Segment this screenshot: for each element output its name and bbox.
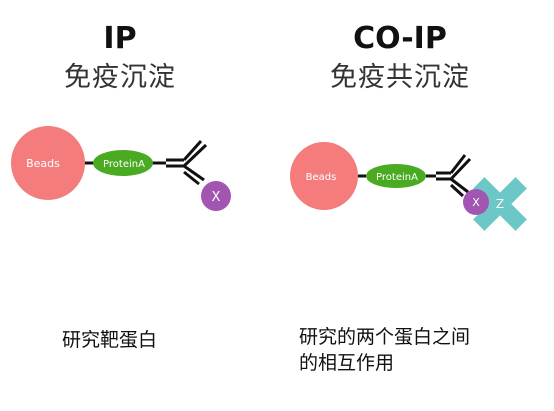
coip-title: CO-IP	[353, 21, 447, 56]
ip-beads	[11, 126, 85, 200]
coip-subtitle: 免疫共沉淀	[330, 62, 470, 93]
coip-caption-line-2: 的相互作用	[299, 352, 395, 374]
ip-diagram: Beads ProteinA X	[11, 126, 231, 211]
ip-antigen-x	[201, 181, 231, 211]
coip-beads-label: Beads	[306, 172, 337, 183]
ip-caption: 研究靶蛋白	[62, 329, 158, 351]
coip-beads	[290, 142, 358, 210]
ip-beads-label: Beads	[26, 157, 60, 170]
ip-antibody	[166, 139, 208, 186]
ip-title: IP	[103, 21, 137, 56]
ip-protein-a-label: ProteinA	[103, 159, 145, 170]
coip-antigen-x-label: X	[472, 196, 480, 209]
ip-subtitle: 免疫沉淀	[64, 62, 176, 93]
coip-caption-line-1: 研究的两个蛋白之间	[299, 326, 471, 348]
coip-protein-a	[366, 164, 426, 188]
coip-antibody	[436, 154, 472, 198]
coip-protein-a-label: ProteinA	[376, 172, 418, 183]
coip-partner-z	[473, 177, 527, 231]
ip-protein-a	[93, 150, 153, 176]
coip-diagram: Z Beads ProteinA X	[290, 142, 527, 231]
coip-antigen-x	[463, 189, 489, 215]
coip-partner-z-bar-2	[473, 177, 527, 231]
ip-antigen-x-label: X	[212, 190, 221, 205]
coip-partner-z-label: Z	[496, 197, 504, 211]
